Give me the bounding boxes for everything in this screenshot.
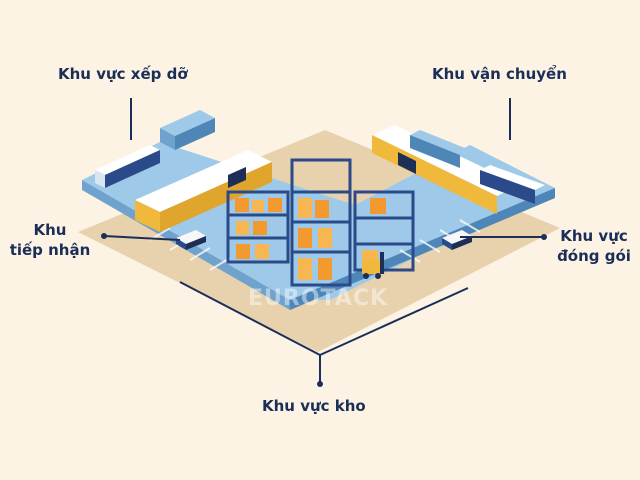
left-dock-roof (135, 150, 272, 212)
label-receiving-line2: tiếp nhận (9, 241, 91, 259)
label-transport-area: Khu vận chuyển (432, 65, 567, 83)
right-truck (410, 130, 545, 204)
leader-lines (103, 98, 544, 384)
forklift (362, 252, 384, 279)
watermark: EUROTACK (248, 286, 389, 311)
floor-edge-right (290, 188, 555, 310)
label-receiving-line1: Khu (33, 221, 67, 239)
leader-dots (101, 233, 547, 387)
label-packing-area: Khu vực đóng gói (552, 226, 636, 266)
label-loading-area: Khu vực xếp dỡ (58, 65, 188, 83)
rack-middle (290, 158, 352, 287)
label-storage-area: Khu vực kho (262, 397, 366, 415)
right-dock-door (398, 152, 416, 174)
receiving-pallet (176, 230, 206, 250)
label-packing-line1: Khu vực (560, 227, 628, 245)
label-packing-line2: đóng gói (557, 247, 631, 265)
label-receiving-area: Khu tiếp nhận (4, 220, 96, 260)
left-dock-door (228, 167, 246, 188)
left-truck (95, 110, 215, 188)
left-dock-wall (135, 200, 160, 232)
packing-pallet (442, 230, 472, 250)
rack-left (226, 190, 290, 264)
